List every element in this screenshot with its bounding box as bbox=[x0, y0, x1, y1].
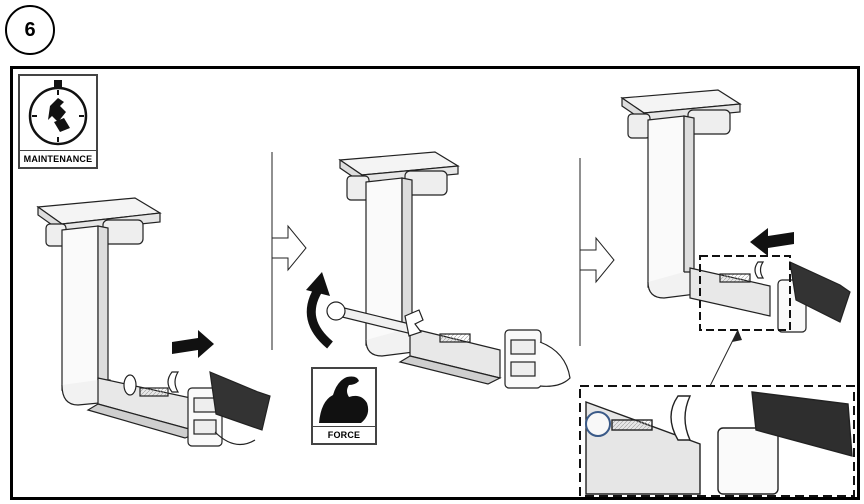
force-badge: FORCE bbox=[311, 367, 377, 445]
scene-2-bracket bbox=[326, 151, 571, 389]
step-arrow-1 bbox=[271, 224, 307, 272]
direction-arrow-right bbox=[172, 330, 214, 358]
scene-1-bracket bbox=[36, 197, 271, 447]
direction-arrow-left bbox=[750, 228, 794, 256]
maintenance-icon bbox=[28, 80, 88, 146]
zoom-detail-art bbox=[585, 391, 853, 495]
force-arm-icon bbox=[319, 376, 369, 423]
maintenance-label: MAINTENANCE bbox=[20, 150, 96, 167]
force-label: FORCE bbox=[313, 426, 375, 443]
scene-3-bracket bbox=[620, 89, 851, 333]
maintenance-badge: MAINTENANCE bbox=[18, 74, 98, 169]
instruction-panel bbox=[10, 66, 860, 500]
step-arrow-2 bbox=[579, 236, 615, 284]
rotation-arrow bbox=[306, 287, 333, 349]
detail-callout-box bbox=[699, 255, 791, 331]
step-number-badge: 6 bbox=[5, 5, 55, 55]
